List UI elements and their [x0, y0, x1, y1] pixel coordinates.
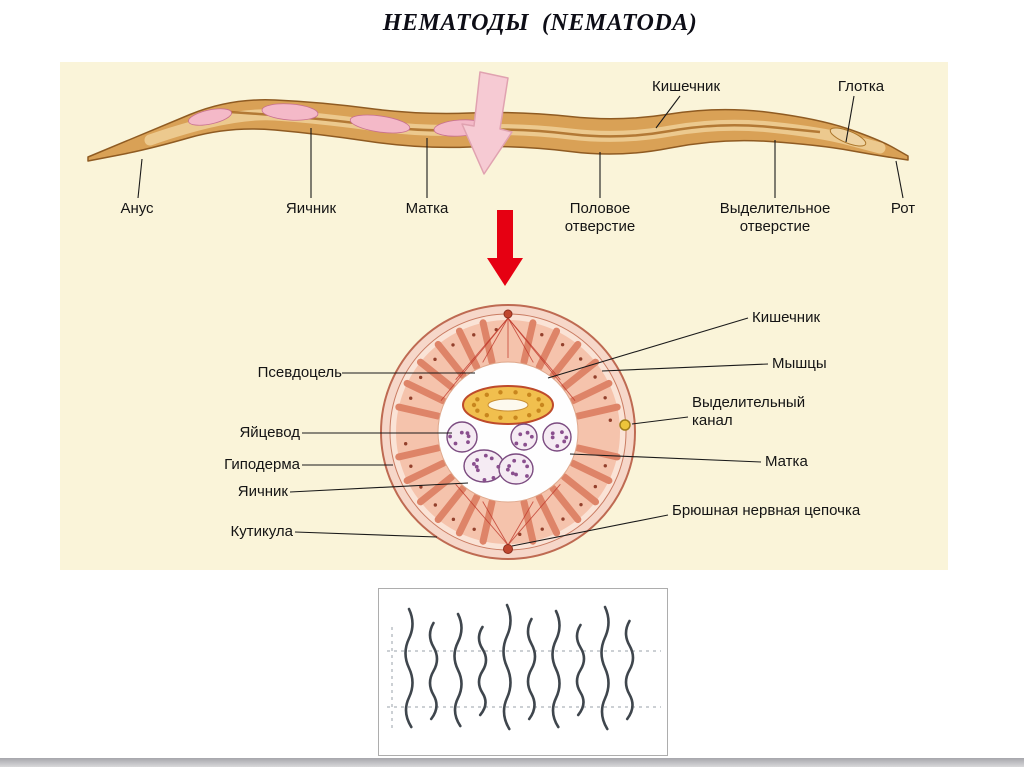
diagram-artwork — [87, 71, 909, 560]
uterus-section — [542, 422, 572, 452]
label-uterus-cross: Матка — [765, 453, 808, 470]
leader-nerve-cord — [511, 514, 669, 547]
leader-intestine-top — [655, 95, 681, 129]
leader-intestine-cross — [547, 317, 749, 379]
slide-title: НЕМАТОДЫ (NEMATODA) — [382, 10, 698, 36]
uterus-eggs-section — [498, 453, 534, 485]
dorsal-nerve-dot — [503, 309, 513, 319]
leader-muscles — [601, 363, 769, 372]
red-down-arrow-icon — [487, 210, 523, 286]
label-intestine-top: Кишечник — [651, 78, 721, 95]
label-muscles: Мышцы — [772, 355, 827, 372]
label-ovary-long: Яичник — [285, 200, 337, 217]
leader-mouth — [895, 160, 904, 199]
muscle-arm-lines — [440, 317, 576, 546]
label-mouth: Рот — [890, 200, 916, 217]
pink-arrow-icon — [461, 71, 513, 175]
muscle-cells — [395, 319, 621, 545]
leader-anus — [137, 158, 143, 199]
leader-uterus-cross — [569, 453, 762, 463]
label-nerve-cord: Брюшная нервная цепочка — [672, 502, 861, 519]
label-cuticle: Кутикула — [230, 523, 293, 540]
egg-dots — [448, 430, 569, 482]
leader-cuticle — [294, 531, 438, 538]
label-excretory-canal: Выделительный канал — [692, 394, 806, 430]
nematode-sketch-box — [378, 588, 668, 756]
diagram-panel: Кишечник Глотка Анус Яичник Матка Полово… — [60, 62, 948, 570]
label-genital-opening: Половое отверстие — [564, 200, 636, 236]
label-uterus-long: Матка — [405, 200, 449, 217]
leader-lines — [137, 95, 904, 547]
label-oviduct: Яйцевод — [239, 424, 300, 441]
ventral-nerve-dot — [503, 544, 513, 554]
label-excretory-opening: Выделительное отверстие — [719, 200, 831, 236]
bottom-gray-bar — [0, 758, 1024, 767]
leader-excretory-canal — [631, 416, 689, 425]
label-pseudocoel: Псевдоцель — [257, 364, 342, 381]
nematode-squiggles — [387, 603, 661, 731]
label-hypodermis: Гиподерма — [224, 456, 300, 473]
label-ovary-cross: Яичник — [237, 483, 288, 500]
leader-pharynx — [845, 95, 855, 143]
cross-section-illustration — [380, 304, 636, 560]
label-anus: Анус — [120, 200, 154, 217]
intestine-cross — [462, 385, 554, 425]
label-pharynx: Глотка — [837, 78, 885, 95]
excretory-canal-dot — [619, 419, 631, 431]
leader-ovary-cross — [289, 482, 469, 493]
label-intestine-cross: Кишечник — [752, 309, 821, 326]
